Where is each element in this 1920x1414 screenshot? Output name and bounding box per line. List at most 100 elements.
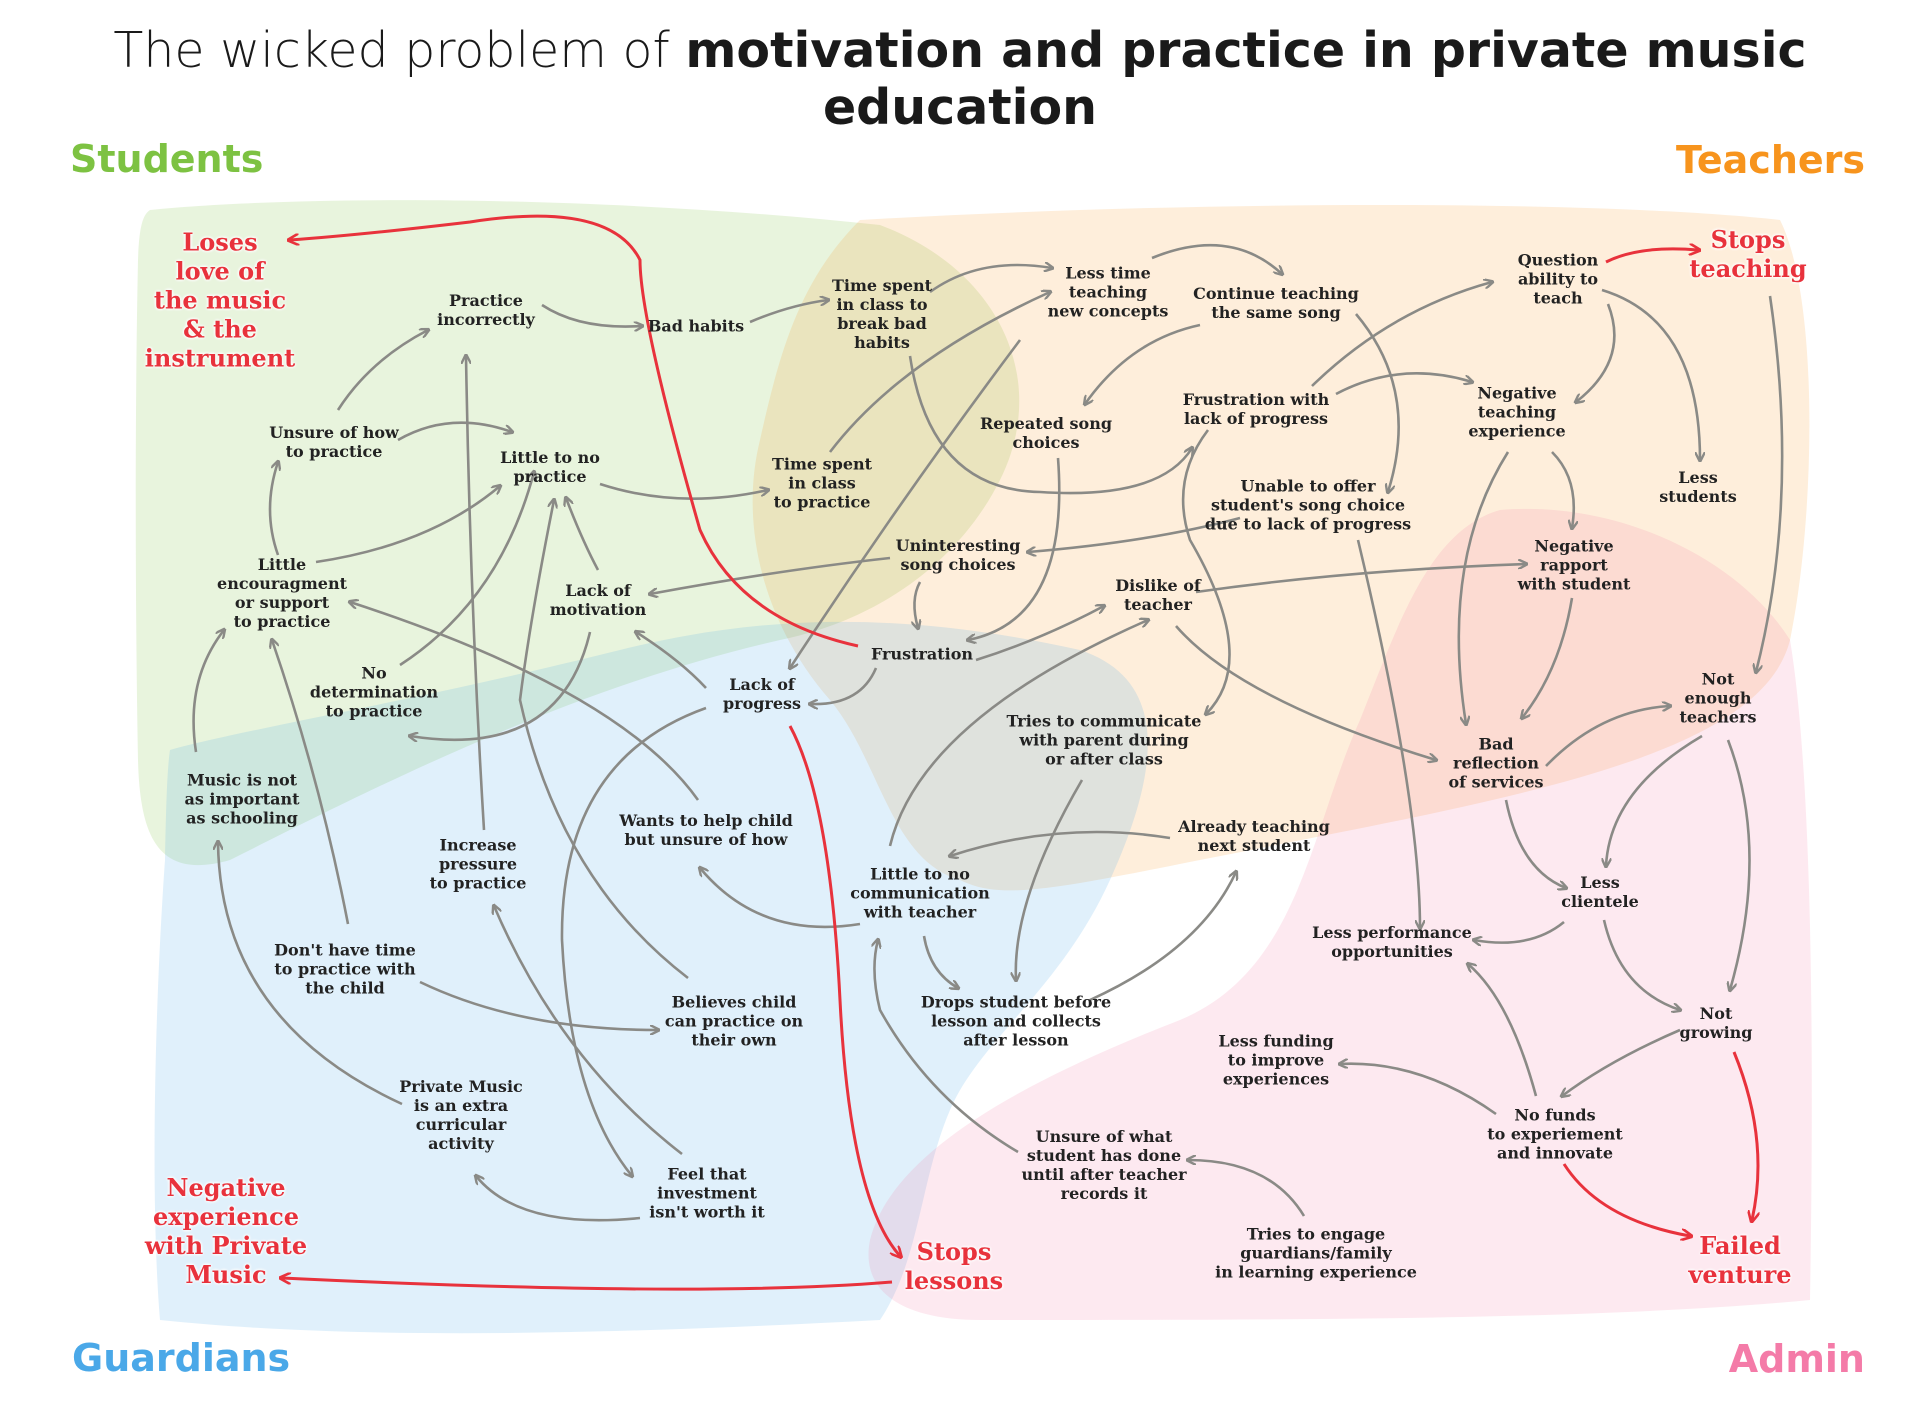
arrow-tries-unsure xyxy=(1188,1160,1306,1217)
arrow-lesstime-continue xyxy=(1151,243,1282,274)
arrow-music-encourage xyxy=(192,630,224,753)
arrow-lackprog-feel xyxy=(560,706,707,1176)
arrow-tries-drops xyxy=(1016,779,1084,980)
quadrant-guardians-label: Guardians xyxy=(72,1336,291,1380)
node-frustration-lack-progress: Frustration with lack of progress xyxy=(1182,390,1330,428)
arrow-frust-negteach xyxy=(1335,372,1472,396)
arrow-frust-question xyxy=(1311,282,1492,387)
node-negative-rapport: Negative rapport with student xyxy=(1517,536,1631,594)
arrow-wants-encourage xyxy=(350,602,700,801)
node-lack-motivation: Lack of motivation xyxy=(549,581,647,619)
node-private-music-extracurricular: Private Music is an extra curricular act… xyxy=(399,1077,523,1153)
arrow-lackmot-nodet xyxy=(410,631,592,740)
arrow-littlecomm-drops xyxy=(922,935,958,988)
arrow-already-littlecomm xyxy=(950,830,1171,856)
arrow-unable-unint xyxy=(1028,516,1241,552)
node-practice-incorrectly: Practice incorrectly xyxy=(437,291,535,329)
admin-zone xyxy=(868,508,1812,1320)
node-wants-to-help: Wants to help child but unsure of how xyxy=(619,811,793,849)
node-bad-reflection: Bad reflection of services xyxy=(1448,734,1544,792)
node-bad-habits: Bad habits xyxy=(647,316,745,336)
node-little-encouragement: Little encouragment or support to practi… xyxy=(217,555,347,631)
arrow-nodet-littleno xyxy=(399,472,534,667)
outcome-stops-teaching: Stops teaching xyxy=(1689,225,1807,283)
node-believes-child: Believes child can practice on their own xyxy=(664,992,804,1050)
node-not-enough-teachers: Not enough teachers xyxy=(1679,669,1757,727)
arrow-repeated-frust xyxy=(968,457,1061,640)
node-unable-offer-song: Unable to offer student's song choice du… xyxy=(1204,476,1412,534)
node-question-ability: Question ability to teach xyxy=(1517,250,1599,308)
arrow-lackprog-stopslessons xyxy=(788,725,900,1256)
arrow-notenough-lessclient xyxy=(1606,734,1703,866)
arrow-private-music xyxy=(218,842,403,1106)
arrow-unable-lessperf xyxy=(1356,539,1420,928)
arrow-frustration-lackprog xyxy=(810,667,878,704)
arrow-timebreak-frustration xyxy=(908,355,1192,495)
arrow-lesstime-lackprog xyxy=(790,339,1022,668)
node-repeated-song-choices: Repeated song choices xyxy=(979,414,1113,452)
quadrant-students-label: Students xyxy=(70,137,264,181)
arrow-question-stops xyxy=(1605,249,1698,264)
arrow-unint-frust xyxy=(914,581,920,628)
node-negative-teaching-experience: Negative teaching experience xyxy=(1468,383,1566,441)
arrow-believes-littleno xyxy=(518,500,689,980)
arrow-drops-already xyxy=(1089,872,1236,1002)
arrow-unsure-littleno xyxy=(397,421,512,442)
outcome-failed-venture: Failed venture xyxy=(1688,1231,1792,1289)
node-no-determination: No determination to practice xyxy=(309,663,439,721)
arrow-dont-believes xyxy=(419,980,658,1030)
arrow-timebreak-lesstime xyxy=(929,265,1052,294)
arrow-notgrowing-failed xyxy=(1732,1051,1758,1220)
node-already-teaching: Already teaching next student xyxy=(1178,817,1330,855)
teachers-zone xyxy=(752,205,1810,891)
arrow-stopslessons-negexp xyxy=(282,1278,893,1291)
node-music-not-important: Music is not as important as schooling xyxy=(184,770,300,828)
arrow-nofunds-lessperf xyxy=(1468,964,1538,1097)
arrow-badref-notenough xyxy=(1545,706,1670,767)
arrow-unsure-littlecomm xyxy=(874,940,1019,1154)
arrow-increase-practice xyxy=(466,356,486,831)
arrow-lessclient-notgrowing xyxy=(1602,919,1680,1010)
guardians-zone xyxy=(154,621,1148,1334)
arrow-frustration-loses xyxy=(290,214,859,648)
zones xyxy=(135,200,1812,1334)
arrow-littlecomm-wants xyxy=(700,868,861,929)
node-less-clientele: Less clientele xyxy=(1561,873,1639,911)
arrow-practice-badhabits xyxy=(541,303,642,327)
quadrant-teachers-label: Teachers xyxy=(1676,138,1865,182)
node-time-break-habits: Time spent in class to break bad habits xyxy=(831,276,933,352)
node-little-no-practice: Little to no practice xyxy=(500,448,600,486)
arrow-nofunds-failed xyxy=(1562,1163,1690,1236)
node-no-funds: No funds to experiement and innovate xyxy=(1487,1105,1623,1163)
arrow-unsure-practice xyxy=(336,330,428,411)
arrow-nofunds-lessfunding xyxy=(1340,1064,1497,1116)
arrow-continue-unable xyxy=(1355,313,1400,492)
arrow-notenough-notgrowing xyxy=(1728,739,1751,990)
node-tries-communicate: Tries to communicate with parent during … xyxy=(1006,711,1202,769)
students-zone xyxy=(135,200,1020,866)
node-less-students: Less students xyxy=(1659,468,1737,506)
arrow-badref-lessclient xyxy=(1504,799,1566,888)
arrow-negrapport-badref xyxy=(1522,597,1574,718)
causal-arrows xyxy=(192,243,1784,1222)
arrow-lackprog-lackmot xyxy=(636,632,707,689)
node-lack-progress: Lack of progress xyxy=(722,675,802,713)
arrow-timeclass-lesstime xyxy=(828,292,1050,453)
arrow-encourage-littleno xyxy=(315,486,500,564)
node-frustration: Frustration xyxy=(870,644,974,664)
node-tries-engage: Tries to engage guardians/family in lear… xyxy=(1215,1224,1417,1282)
arrow-littleno-timeclass xyxy=(599,482,768,500)
title-bold: motivation and practice in private music… xyxy=(685,22,1807,136)
arrow-frust-dislike xyxy=(975,606,1104,662)
node-little-communication: Little to no communication with teacher xyxy=(850,864,990,922)
node-dont-have-time: Don't have time to practice with the chi… xyxy=(274,940,416,998)
arrow-question-negteach xyxy=(1576,303,1616,402)
arrow-lackmot-littleno xyxy=(566,498,600,571)
node-not-growing: Not growing xyxy=(1679,1004,1753,1042)
node-less-performance: Less performance opportunities xyxy=(1312,923,1472,961)
outcome-stops-lessons: Stops lessons xyxy=(904,1237,1004,1295)
node-dislike-teacher: Dislike of teacher xyxy=(1115,576,1201,614)
arrow-negteach-badref xyxy=(1457,451,1510,724)
node-unsure-what-student-done: Unsure of what student has done until af… xyxy=(1021,1127,1187,1203)
